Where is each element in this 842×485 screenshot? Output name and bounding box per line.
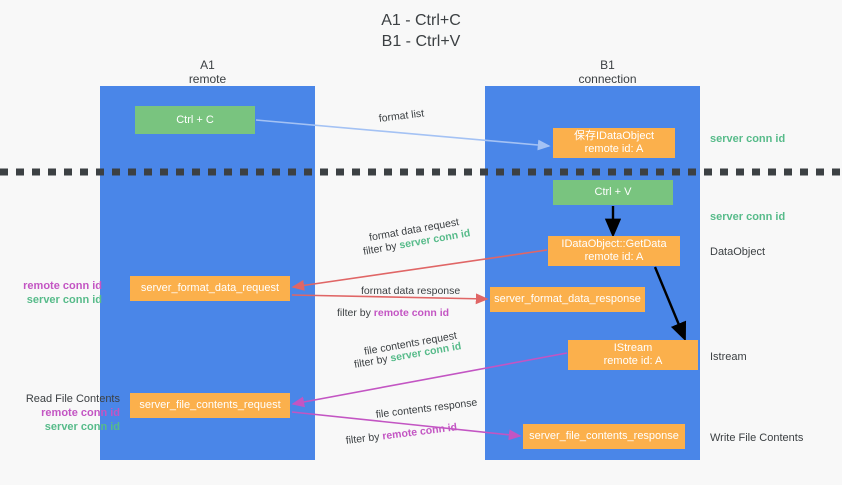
title-line-2: B1 - Ctrl+V [381, 33, 461, 50]
annotation-server-conn-id-top: server conn id [710, 133, 786, 145]
box-istream[interactable]: IStream remote id: A [568, 340, 698, 370]
box-getdata-line1: IDataObject::GetData [561, 238, 667, 250]
page-title: A1 - Ctrl+C B1 - Ctrl+V [0, 10, 842, 52]
edge-label-format-data-response: format data response [361, 285, 461, 297]
box-getdata-line2: remote id: A [584, 251, 644, 263]
box-server-file-contents-request[interactable]: server_file_contents_request [130, 393, 290, 418]
box-server-file-contents-response[interactable]: server_file_contents_response [523, 424, 685, 449]
box-save-idataobject-line1: 保存IDataObject [573, 130, 655, 142]
edge-label-filter-remote-conn-2: filter by remote conn id [345, 420, 458, 448]
box-server-file-contents-response-label: server_file_contents_response [529, 430, 679, 442]
box-ctrl-c-label: Ctrl + C [176, 113, 214, 126]
column-header-a1: A1 remote [130, 58, 285, 86]
annotation-server-conn-id-mid: server conn id [710, 211, 786, 223]
annotation-dataobject: DataObject [710, 246, 766, 258]
annotation-remote-conn-id-2: remote conn id [41, 407, 120, 419]
annotation-server-conn-id-2: server conn id [44, 421, 120, 433]
box-server-format-data-response[interactable]: server_format_data_response [490, 287, 645, 312]
column-a1-sub: remote [188, 72, 227, 86]
remote-conn-id-text-2: remote conn id [381, 421, 458, 443]
box-server-format-data-response-label: server_format_data_response [494, 293, 641, 305]
box-server-format-data-request[interactable]: server_format_data_request [130, 276, 290, 301]
box-server-format-data-request-label: server_format_data_request [140, 282, 280, 294]
column-a1-name: A1 [200, 58, 215, 72]
annotation-istream: Istream [710, 351, 747, 363]
box-save-idataobject[interactable]: 保存IDataObject remote id: A [553, 128, 675, 158]
filter-by-text-2: filter by [337, 307, 374, 319]
box-istream-line2: remote id: A [603, 355, 663, 367]
annotation-server-conn-id-1: server conn id [26, 294, 102, 306]
filter-by-text-3: filter by [353, 352, 392, 371]
filter-by-text-4: filter by [345, 430, 384, 447]
column-b1-name: B1 [600, 58, 615, 72]
edge-label-format-list: format list [378, 107, 425, 125]
box-server-file-contents-request-label: server_file_contents_request [139, 399, 281, 411]
annotation-left-conn-ids-1: remote conn id server conn id [10, 279, 102, 307]
column-b1-sub: connection [578, 72, 637, 86]
title-line-1: A1 - Ctrl+C [381, 12, 461, 29]
remote-conn-id-text-1: remote conn id [373, 307, 450, 319]
box-ctrl-v-label: Ctrl + V [594, 186, 632, 198]
box-ctrl-c[interactable]: Ctrl + C [135, 106, 255, 134]
annotation-left-conn-ids-2: Read File Contents remote conn id server… [10, 392, 120, 434]
column-header-b1: B1 connection [530, 58, 685, 86]
annotation-remote-conn-id-1: remote conn id [23, 280, 102, 292]
annotation-read-file-contents: Read File Contents [25, 393, 120, 405]
box-idataobject-getdata[interactable]: IDataObject::GetData remote id: A [548, 236, 680, 266]
box-save-idataobject-line2: remote id: A [584, 143, 644, 155]
box-istream-line1: IStream [613, 342, 653, 354]
box-ctrl-v[interactable]: Ctrl + V [553, 180, 673, 205]
edge-label-file-contents-response: file contents response [375, 396, 478, 421]
edge-label-filter-remote-conn-1: filter by remote conn id [337, 306, 449, 320]
filter-by-text-1: filter by [362, 239, 401, 258]
annotation-write-file-contents: Write File Contents [710, 432, 804, 444]
